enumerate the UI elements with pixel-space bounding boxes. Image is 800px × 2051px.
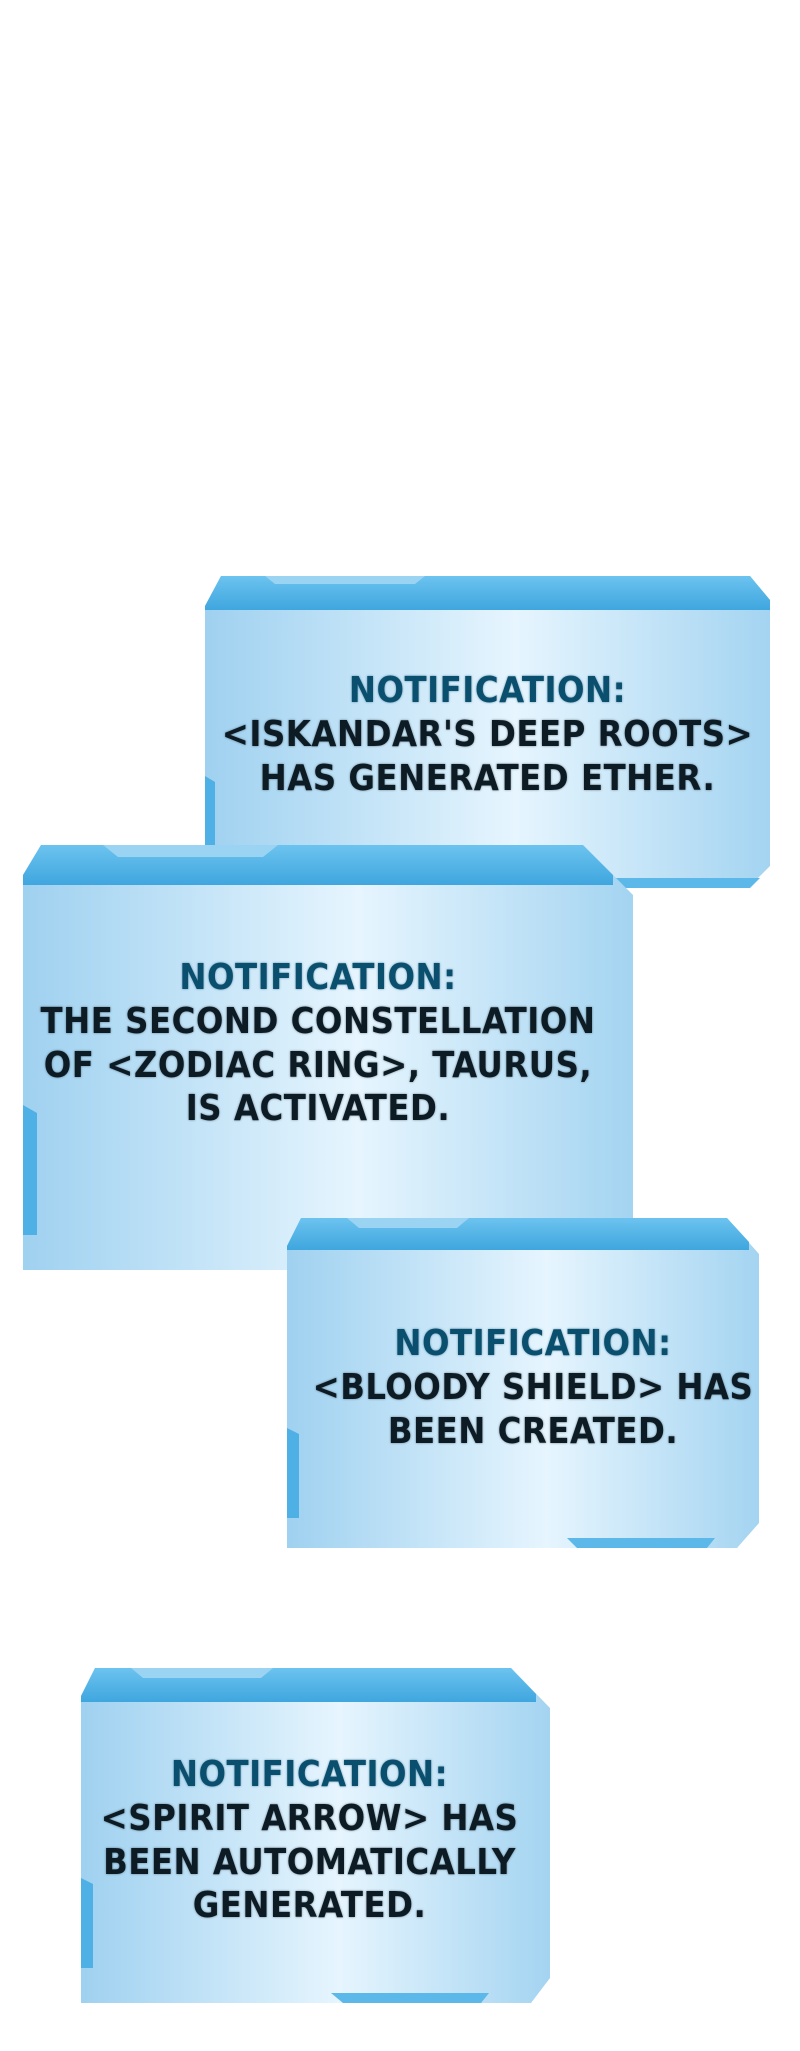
notification-line: <ISKANDAR'S DEEP ROOTS>	[221, 714, 754, 756]
panel-frame	[205, 576, 770, 888]
notification-text: NOTIFICATION: <ISKANDAR'S DEEP ROOTS> HA…	[222, 669, 753, 801]
notification-line: GENERATED.	[192, 1885, 427, 1927]
panel-frame	[81, 1668, 550, 2003]
panel-frame	[287, 1218, 759, 1548]
notification-panel: NOTIFICATION: <SPIRIT ARROW> HAS BEEN AU…	[81, 1668, 550, 2003]
notification-text: NOTIFICATION: THE SECOND CONSTELLATION O…	[41, 956, 596, 1132]
notification-line: <SPIRIT ARROW> HAS	[100, 1797, 519, 1839]
notification-panel: NOTIFICATION: <ISKANDAR'S DEEP ROOTS> HA…	[205, 576, 770, 888]
notification-line: HAS GENERATED ETHER.	[259, 757, 716, 799]
notification-title: NOTIFICATION:	[348, 670, 627, 712]
notification-line: THE SECOND CONSTELLATION	[40, 1000, 596, 1042]
notification-title: NOTIFICATION:	[179, 956, 457, 998]
notification-text: NOTIFICATION: <SPIRIT ARROW> HAS BEEN AU…	[101, 1753, 519, 1929]
notification-title: NOTIFICATION:	[170, 1753, 449, 1795]
notification-line: IS ACTIVATED.	[185, 1088, 451, 1130]
notification-line: BEEN CREATED.	[387, 1410, 679, 1452]
notification-panel: NOTIFICATION: THE SECOND CONSTELLATION O…	[23, 845, 633, 1270]
notification-line: BEEN AUTOMATICALLY	[103, 1841, 516, 1883]
notification-text: NOTIFICATION: <BLOODY SHIELD> HAS BEEN C…	[313, 1322, 754, 1454]
panel-frame	[23, 845, 633, 1270]
notification-title: NOTIFICATION:	[394, 1323, 672, 1365]
notification-panel: NOTIFICATION: <BLOODY SHIELD> HAS BEEN C…	[287, 1218, 759, 1548]
notification-line: OF <ZODIAC RING>, TAURUS,	[43, 1044, 593, 1086]
notification-line: <BLOODY SHIELD> HAS	[312, 1367, 754, 1409]
